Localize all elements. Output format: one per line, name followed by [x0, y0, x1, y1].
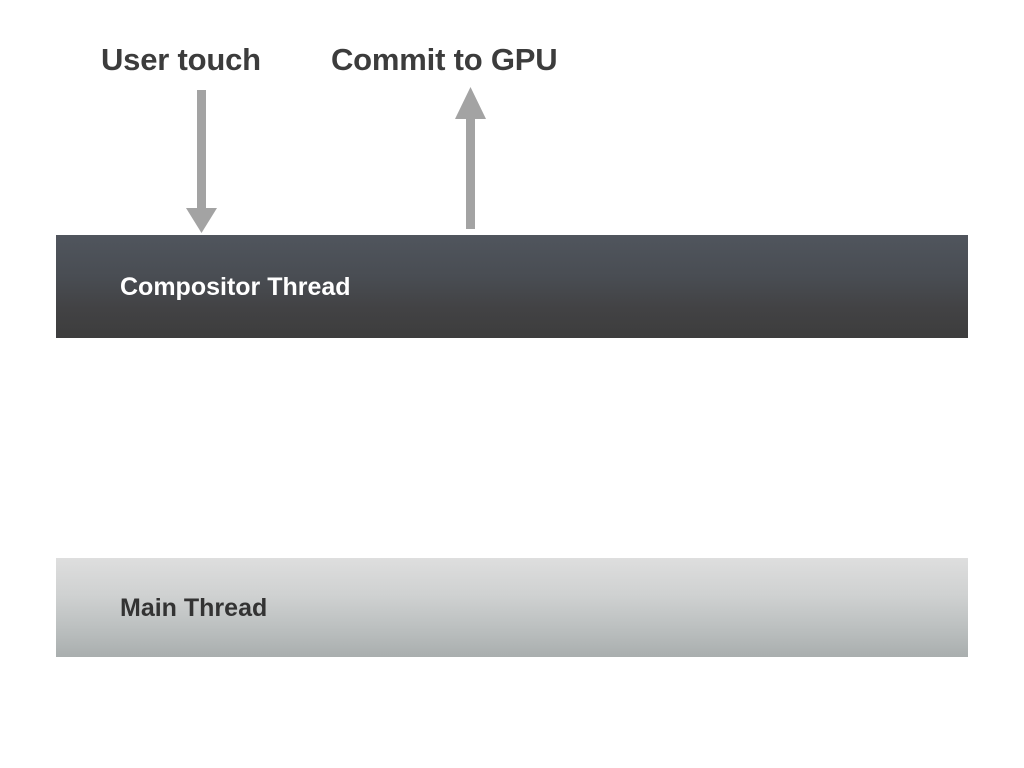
arrow-down-icon-user-touch	[186, 90, 217, 233]
lane-compositor-thread: Compositor Thread	[56, 235, 968, 338]
arrow-up-icon-commit-to-gpu	[455, 87, 486, 229]
annotation-label-commit-to-gpu: Commit to GPU	[331, 42, 558, 77]
lane-label-compositor-thread: Compositor Thread	[120, 272, 351, 301]
lane-label-main-thread: Main Thread	[120, 593, 268, 622]
lane-main-thread: Main Thread	[56, 558, 968, 657]
annotation-label-user-touch: User touch	[101, 42, 261, 77]
